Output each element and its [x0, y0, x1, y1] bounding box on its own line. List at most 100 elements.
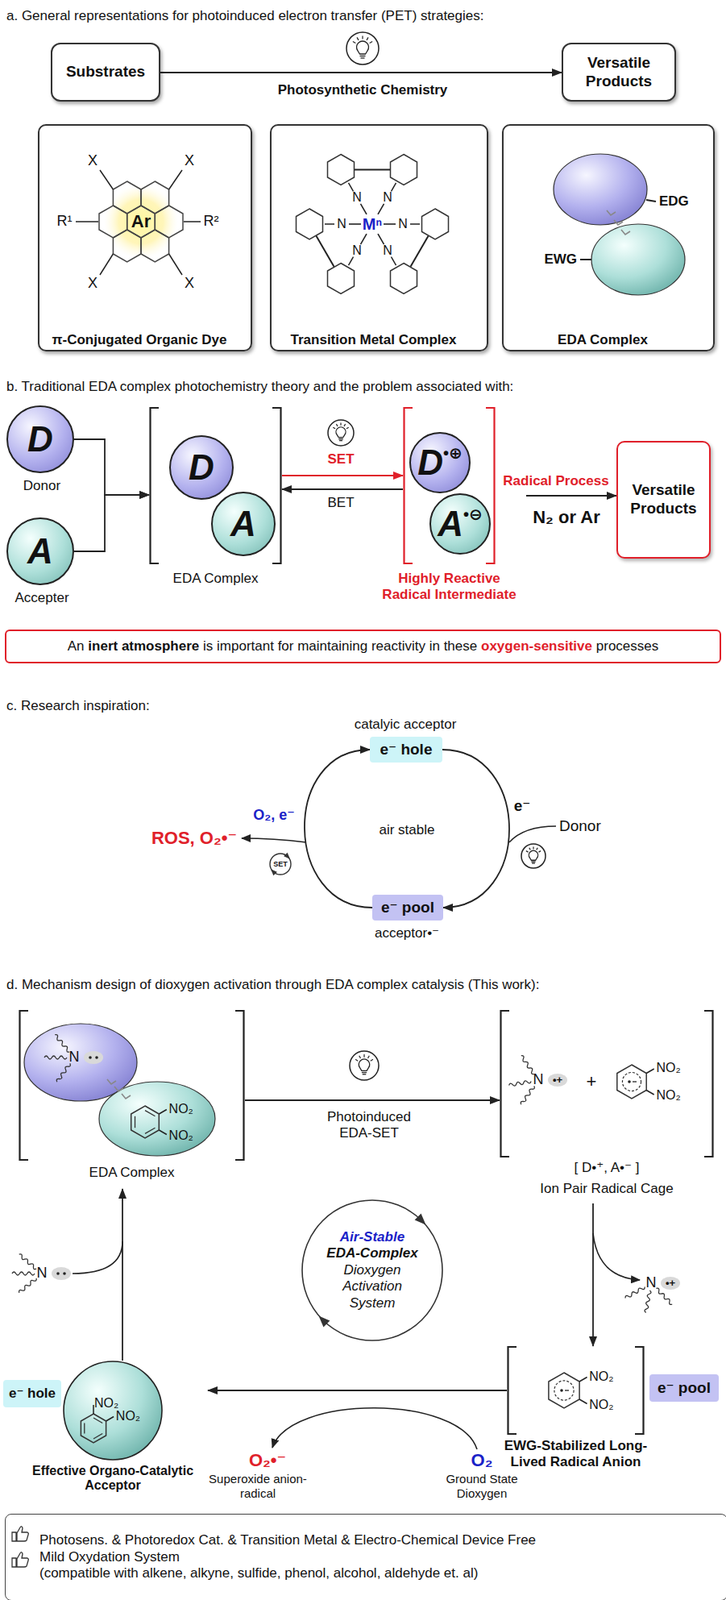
text-label: acceptor•⁻ [374, 925, 440, 942]
ring-outline [80, 1413, 106, 1443]
transfer-chevron [613, 219, 623, 225]
group-label: NO₂ [655, 1059, 681, 1075]
wavy-bond [19, 1253, 37, 1270]
cycle-ring [302, 1199, 443, 1340]
edge-label: Photoinduced EDA-SET [312, 1108, 426, 1142]
text-label: d. Mechanism design of dioxygen activati… [6, 976, 540, 993]
double-bond [145, 1110, 155, 1116]
group-bond [646, 199, 656, 202]
node-text: Mild Oxydation System [39, 1548, 180, 1565]
light-ray [369, 41, 373, 44]
bond-line [183, 220, 201, 223]
text-label: N [336, 215, 347, 232]
text-label: •+ [665, 1276, 676, 1290]
bond-line [169, 170, 183, 190]
thumbs-up-icon [12, 1526, 29, 1541]
oxygen-curve [272, 1407, 478, 1449]
ring-outline [422, 208, 449, 240]
bulb-glass [356, 41, 370, 54]
charge-mark [564, 1389, 569, 1390]
bond-line [410, 223, 420, 225]
node-text: A [27, 533, 54, 569]
node-text: e⁻ pool [657, 1378, 711, 1398]
bond-line [579, 1377, 588, 1382]
bond-line [646, 1090, 655, 1096]
bulb-base [531, 860, 536, 862]
feature-box: Photosens. & Photoredox Cat. & Transitio… [4, 1513, 726, 1600]
cycle-circle: Air-StableEDA-ComplexDioxygen Activation… [300, 1198, 444, 1342]
edge-label: SET [327, 451, 354, 468]
light-ray [366, 37, 369, 40]
text-label: Ground State Dioxygen [425, 1471, 539, 1501]
connector-arrow [304, 749, 373, 908]
connector-arrow [282, 488, 403, 490]
node-text: EDA Complex [18, 1164, 245, 1181]
light-ray [359, 1055, 361, 1058]
hole-box: e⁻ hole [369, 736, 443, 763]
node-text: EDA-Complex [326, 1244, 418, 1262]
node-text: Air-Stable [340, 1228, 405, 1245]
edge-label: Photosynthetic Chemistry [277, 82, 449, 99]
text-label: N [646, 1273, 657, 1292]
wavy-bond [54, 1034, 70, 1053]
bulb-base [339, 439, 343, 441]
ring-outline [617, 1064, 647, 1099]
node-text: Transition Metal Complex [263, 331, 484, 349]
node-text: processes [596, 638, 659, 655]
light-ray [346, 427, 349, 429]
lone-pair [51, 1266, 71, 1280]
electron-dot [56, 1271, 60, 1275]
node-text: e⁻ pool [381, 898, 435, 917]
light-ray [536, 847, 539, 851]
connector-arrow [74, 494, 150, 552]
ring-outline [112, 181, 142, 214]
text-label: Superoxide anion-radical [201, 1471, 315, 1501]
bond-line [391, 257, 397, 266]
light-ray [340, 423, 341, 426]
bond-line [106, 1416, 115, 1422]
node-text: [ D•⁺, A•⁻ ] [499, 1159, 714, 1176]
ring-outline [131, 1105, 160, 1138]
text-label: N [352, 189, 362, 205]
text-label: N [382, 242, 393, 258]
cycle-arrowhead [283, 852, 291, 859]
node-text: D [417, 444, 444, 481]
text-label: catalyic acceptor [354, 716, 457, 733]
text-label: EWG [543, 251, 577, 268]
process-box: Versatile Products [561, 42, 677, 102]
light-ray [361, 36, 363, 40]
light-ray [356, 37, 359, 40]
node-outline [506, 1345, 645, 1435]
node-text: Effective Organo-Catalytic Acceptor [24, 1463, 202, 1494]
bipyridine-bond [354, 168, 390, 171]
edge-label: Radical Process [502, 472, 609, 490]
node-text: Substrates [66, 62, 146, 82]
bulb-base [531, 862, 536, 863]
donor-circle: D•⊕ [409, 431, 471, 494]
ring-outline [99, 205, 128, 238]
acceptor-ellipse [99, 1081, 216, 1156]
bulb-base [360, 55, 366, 57]
double-bond [93, 1417, 103, 1423]
text-label: N [352, 242, 362, 258]
node-text: Dioxygen Activation System [323, 1261, 421, 1311]
bipyridine-bond [410, 236, 429, 267]
connector-arrow [121, 1188, 124, 1361]
node-text: A [437, 506, 464, 542]
bond-line [75, 220, 99, 223]
light-ray [538, 850, 541, 853]
complex-bracket: EDA ComplexDA [149, 406, 283, 593]
acceptor-circle: Effective Organo-Catalytic Acceptor [62, 1360, 208, 1498]
radical-dot [627, 1079, 631, 1083]
donor-circle: DDonor [6, 405, 75, 473]
node-text: Ion Pair Radical Cage [499, 1180, 714, 1197]
double-bond [134, 1115, 136, 1128]
bracket [508, 1346, 644, 1434]
light-ray [526, 850, 529, 853]
text-label: O₂ [471, 1449, 494, 1471]
release-arrow [593, 1232, 640, 1280]
connector-arrow [526, 494, 617, 497]
group-label: NO₂ [169, 1127, 194, 1143]
node-text: D [27, 421, 54, 457]
bulb-base [362, 1073, 367, 1075]
